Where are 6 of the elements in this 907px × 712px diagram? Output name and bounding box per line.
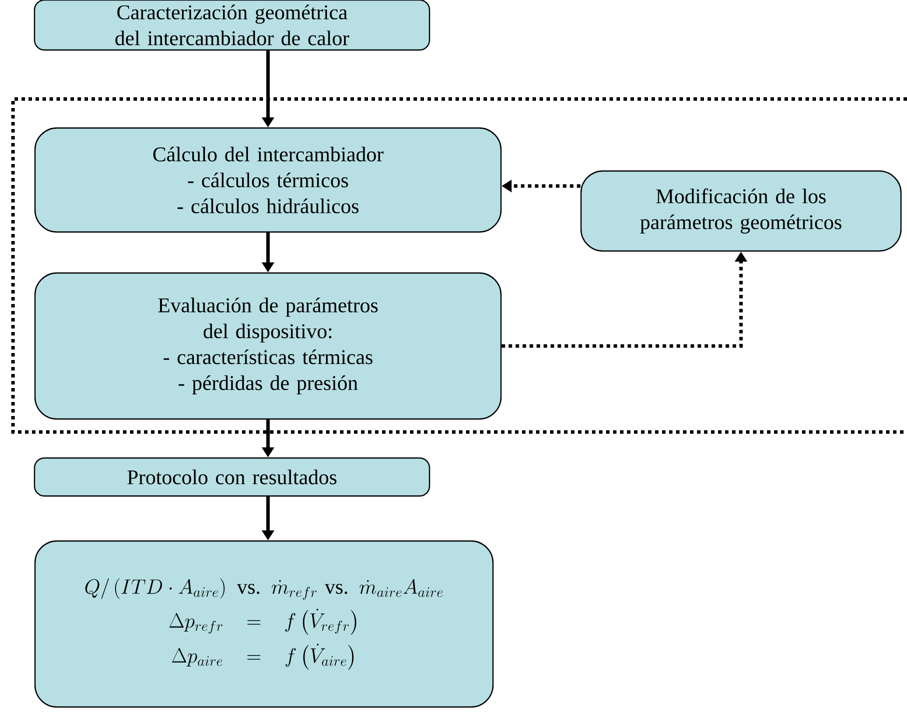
process-box: Caracterización geométrica del intercambiador de calor [34, 0, 430, 51]
process-box: Evaluación de parámetros del dispositivo: - características térmicas - pérdidas de presión [34, 272, 502, 420]
process-box: Cálculo del intercambiador - cálculos térmicos - cálculos hidráulicos [34, 127, 502, 233]
process-box: Modificación de los parámetros geométricos [580, 170, 902, 252]
process-box: Protocolo con resultados [34, 457, 430, 497]
formula-box: $Q/\left(ITD\cdot A_{aire}\right)\text{ vs. }\dot m_{refr}\text{ vs. }\dot m_{aire}A_{aire}$ $\Delta p_{refr}=f\left(\dot V_{refr}\right)$ $\Delta p_{aire}=f\left(\dot V_{aire}\right)$ [34, 540, 494, 708]
